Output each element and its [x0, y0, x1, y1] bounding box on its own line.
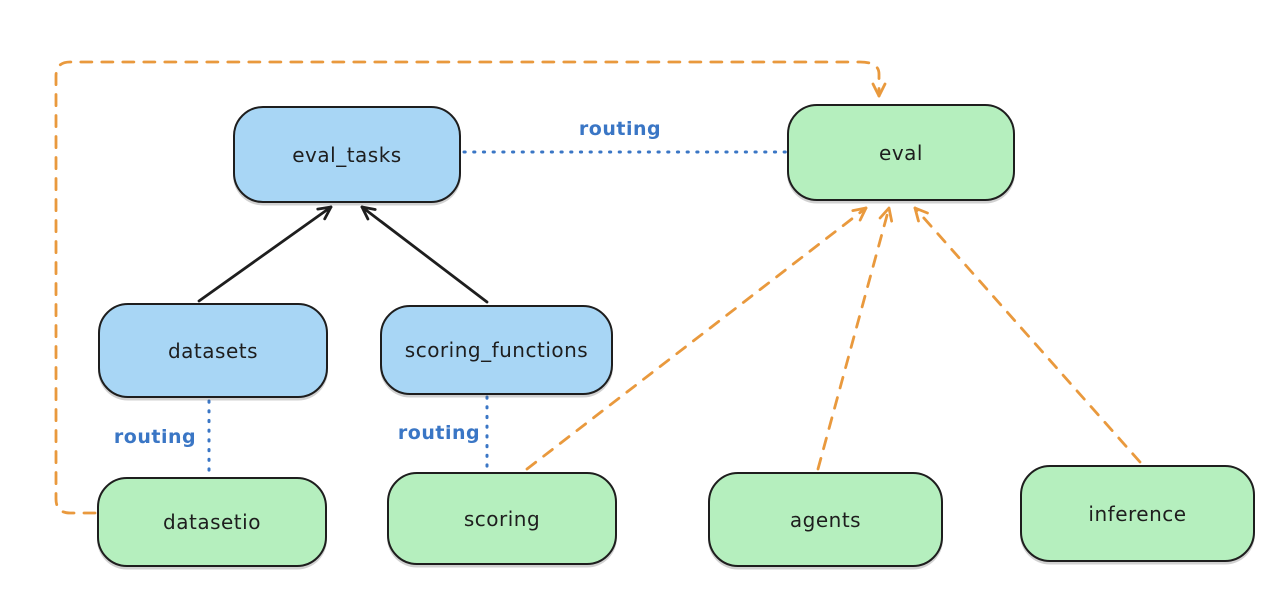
edge-label-routing-datasets-datasetio: routing — [113, 426, 197, 448]
edge-label-routing-eval-tasks-eval: routing — [578, 118, 662, 140]
edge-scoring-functions-to-eval-tasks — [360, 205, 489, 304]
edge-agents-to-eval — [816, 206, 894, 471]
node-eval: eval — [787, 104, 1015, 201]
edge-datasetio-to-eval — [54, 60, 887, 515]
node-datasets: datasets — [98, 303, 328, 398]
node-agents: agents — [708, 472, 943, 567]
node-scoring: scoring — [387, 472, 617, 565]
edge-inference-to-eval — [913, 206, 1142, 464]
node-inference: inference — [1020, 465, 1255, 562]
edge-datasets-to-eval-tasks — [197, 205, 333, 303]
node-scoring-functions: scoring_functions — [380, 305, 613, 395]
edge-scoring-to-eval — [525, 206, 868, 471]
edge-label-routing-scoring-functions-scoring: routing — [397, 422, 481, 444]
node-datasetio: datasetio — [97, 477, 327, 567]
node-eval-tasks: eval_tasks — [233, 106, 461, 203]
